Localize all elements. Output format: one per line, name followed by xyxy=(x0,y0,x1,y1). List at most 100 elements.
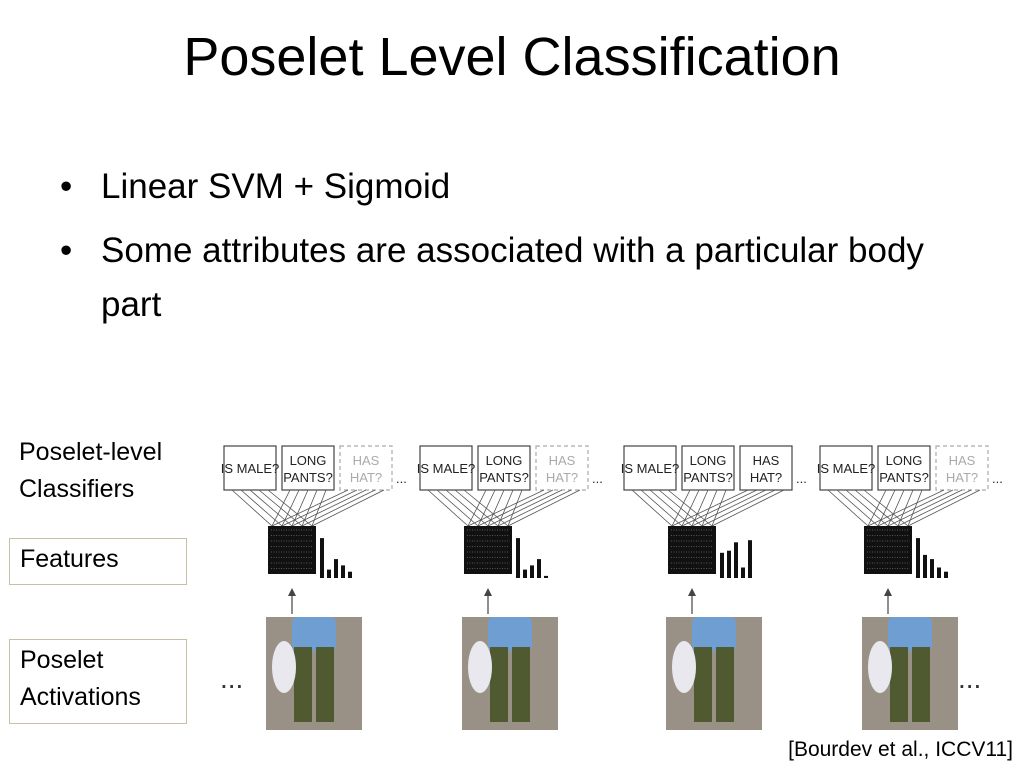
connection-line xyxy=(845,489,889,527)
feature-box xyxy=(668,526,716,574)
bag-shape xyxy=(868,641,892,693)
connection-line xyxy=(897,489,972,527)
classifier-label: HAS xyxy=(949,453,976,468)
connection-line xyxy=(487,489,563,527)
connection-line xyxy=(907,489,981,527)
connection-line xyxy=(671,489,749,527)
ellipsis-left: ... xyxy=(220,663,243,694)
poselet-group: IS MALE?LONGPANTS?HASHAT?... xyxy=(817,445,1003,730)
pants-leg xyxy=(890,647,908,722)
histogram-bar xyxy=(748,540,752,578)
label-features: Features xyxy=(9,538,187,585)
bullet-text: Linear SVM + Sigmoid xyxy=(101,167,451,206)
connection-line xyxy=(271,489,349,527)
histogram-bar xyxy=(320,538,324,578)
pants-leg xyxy=(490,647,508,722)
connection-line xyxy=(836,489,879,527)
pants-leg xyxy=(912,647,930,722)
classifier-label: PANTS? xyxy=(879,470,929,485)
histogram-bar xyxy=(916,538,920,578)
bullet-list: • Linear SVM + Sigmoid • Some attributes… xyxy=(58,160,958,342)
citation: [Bourdev et al., ICCV11] xyxy=(785,736,1016,764)
slide-title: Poselet Level Classification xyxy=(183,27,841,87)
connection-line xyxy=(311,489,385,527)
connection-line xyxy=(691,489,767,527)
label-poselet-classifiers: Poselet-level Classifiers xyxy=(19,438,163,503)
poselet-group: IS MALE? LONG PANTS? HAS HAT?... xyxy=(417,445,603,730)
ellipsis-right: ... xyxy=(958,663,981,694)
classifier-label: HAT? xyxy=(546,470,578,485)
histogram-bar xyxy=(727,550,731,578)
connection-line xyxy=(281,489,300,527)
connection-line xyxy=(271,489,291,527)
classifier-label: LONG xyxy=(486,453,523,468)
pants-leg xyxy=(294,647,312,722)
jacket-shape xyxy=(292,617,336,651)
connection-line xyxy=(827,489,869,527)
connection-line xyxy=(477,489,496,527)
histogram-bar xyxy=(537,559,541,578)
bullet-item: • Some attributes are associated with a … xyxy=(58,224,958,332)
connection-line xyxy=(301,489,376,527)
jacket-shape xyxy=(692,617,736,651)
connection-line xyxy=(507,489,581,527)
jacket-shape xyxy=(488,617,532,651)
connection-line xyxy=(681,489,700,527)
bullet-item: • Linear SVM + Sigmoid xyxy=(58,160,958,214)
histogram-bar xyxy=(944,571,948,578)
arrow-head xyxy=(884,588,892,596)
pants-leg xyxy=(694,647,712,722)
bag-shape xyxy=(272,641,296,693)
feature-box xyxy=(864,526,912,574)
classifier-label: HAS xyxy=(753,453,780,468)
pants-leg xyxy=(316,647,334,722)
histogram-bar xyxy=(937,567,941,578)
classifier-label: PANTS? xyxy=(283,470,333,485)
connection-line xyxy=(240,489,283,527)
connection-line xyxy=(249,489,293,527)
classifier-label: IS MALE? xyxy=(221,461,280,476)
histogram-bar xyxy=(923,554,927,578)
classifier-label: IS MALE? xyxy=(817,461,876,476)
histogram-bar xyxy=(734,542,738,578)
classifier-label: HAS xyxy=(549,453,576,468)
bag-shape xyxy=(468,641,492,693)
connection-line xyxy=(867,489,945,527)
histogram-bar xyxy=(523,569,527,578)
classifier-label: PANTS? xyxy=(479,470,529,485)
connection-line xyxy=(467,489,545,527)
ellipsis: ... xyxy=(796,471,807,486)
ellipsis: ... xyxy=(592,471,603,486)
histogram-bar xyxy=(741,567,745,578)
connection-line xyxy=(231,489,273,527)
classifier-box xyxy=(419,445,473,491)
pants-leg xyxy=(512,647,530,722)
bullet-dot: • xyxy=(60,231,73,270)
classifier-box xyxy=(535,445,589,491)
bullet-text: Some attributes are associated with a pa… xyxy=(101,231,924,324)
connection-line xyxy=(497,489,572,527)
connection-line xyxy=(877,489,896,527)
classifier-label: LONG xyxy=(690,453,727,468)
classifier-label: HAT? xyxy=(750,470,782,485)
classifier-label: PANTS? xyxy=(683,470,733,485)
connection-line xyxy=(887,489,963,527)
classifier-label: HAT? xyxy=(946,470,978,485)
poselet-group: IS MALE? LONG PANTS? HAS HAT?... xyxy=(621,445,807,730)
classifier-box xyxy=(681,445,735,491)
bag-shape xyxy=(672,641,696,693)
histogram-bar xyxy=(327,569,331,578)
connection-line xyxy=(631,489,673,527)
classifier-label: HAT? xyxy=(350,470,382,485)
bullet-dot: • xyxy=(60,167,73,206)
arrow-head xyxy=(484,588,492,596)
connection-line xyxy=(681,489,758,527)
classifier-label: LONG xyxy=(290,453,327,468)
connection-line xyxy=(640,489,683,527)
pants-leg xyxy=(716,647,734,722)
connection-line xyxy=(867,489,887,527)
classifier-label: IS MALE? xyxy=(417,461,476,476)
classifier-label: HAS xyxy=(353,453,380,468)
classifier-label: IS MALE? xyxy=(621,461,680,476)
connection-line xyxy=(281,489,358,527)
